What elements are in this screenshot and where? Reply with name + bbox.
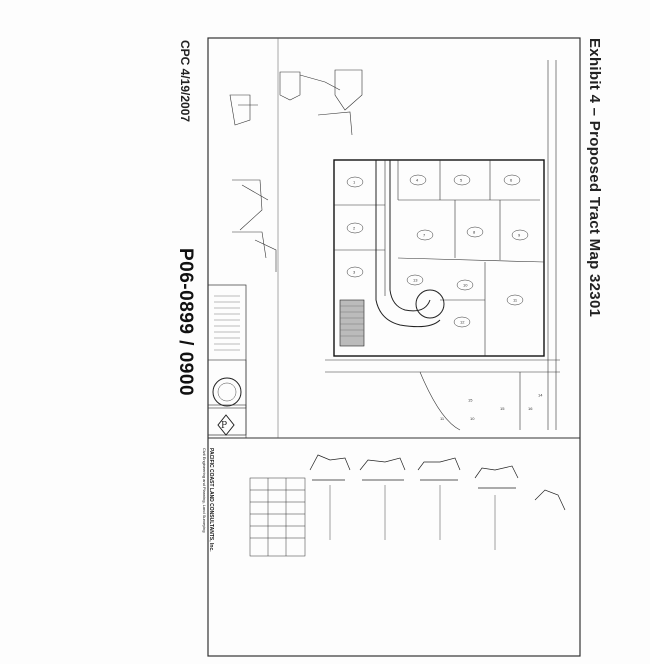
adjacent-lot-label: 10: [470, 416, 475, 421]
street-sections: [309, 454, 566, 511]
lot-labels: [346, 174, 529, 328]
lot-number-label: 2: [353, 226, 356, 231]
hearing-date-note: CPC 4/19/2007: [178, 40, 192, 123]
detail-sketches: [229, 69, 363, 272]
lot-number-label: 5: [460, 178, 463, 183]
lot-number-label: 14: [538, 393, 543, 398]
engineer-seal: [212, 377, 242, 407]
tract-boundary: [333, 159, 545, 357]
lot-lines: [334, 160, 545, 356]
project-number: P06-0899 / 0900: [175, 248, 196, 397]
lot-number-label: 15: [468, 398, 473, 403]
lot-number-label: 4: [416, 178, 419, 183]
svg-text:P: P: [221, 421, 227, 431]
lot-number-label: 13: [413, 278, 418, 283]
lot-number-label: 11: [513, 298, 518, 303]
adjacent-lot-label: 16: [528, 406, 533, 411]
lot-number-label: 6: [510, 178, 513, 183]
sheet-border: [207, 37, 581, 657]
lot-data-table: [249, 477, 306, 557]
lot-number-label: 8: [473, 230, 476, 235]
adjacent-lot-label: 15: [500, 406, 505, 411]
adjacent-lot-label: 11: [440, 416, 445, 421]
firm-logo: P: [217, 414, 235, 436]
lot-number-label: 1: [353, 180, 356, 185]
lot-number-label: 12: [460, 320, 465, 325]
firm-name: PACIFIC COAST LAND CONSULTANTS, Inc.: [208, 448, 214, 552]
lot-number-label: 3: [353, 270, 356, 275]
hatched-area: [339, 299, 365, 347]
lot-number-label: 9: [518, 233, 521, 238]
document-title: Exhibit 4 – Proposed Tract Map 32301: [586, 38, 603, 318]
firm-subtitle: Civil Engineering and Planning, Land Sur…: [202, 448, 207, 533]
lot-number-label: 7: [423, 233, 426, 238]
lot-number-label: 10: [463, 283, 468, 288]
street: [375, 160, 445, 328]
